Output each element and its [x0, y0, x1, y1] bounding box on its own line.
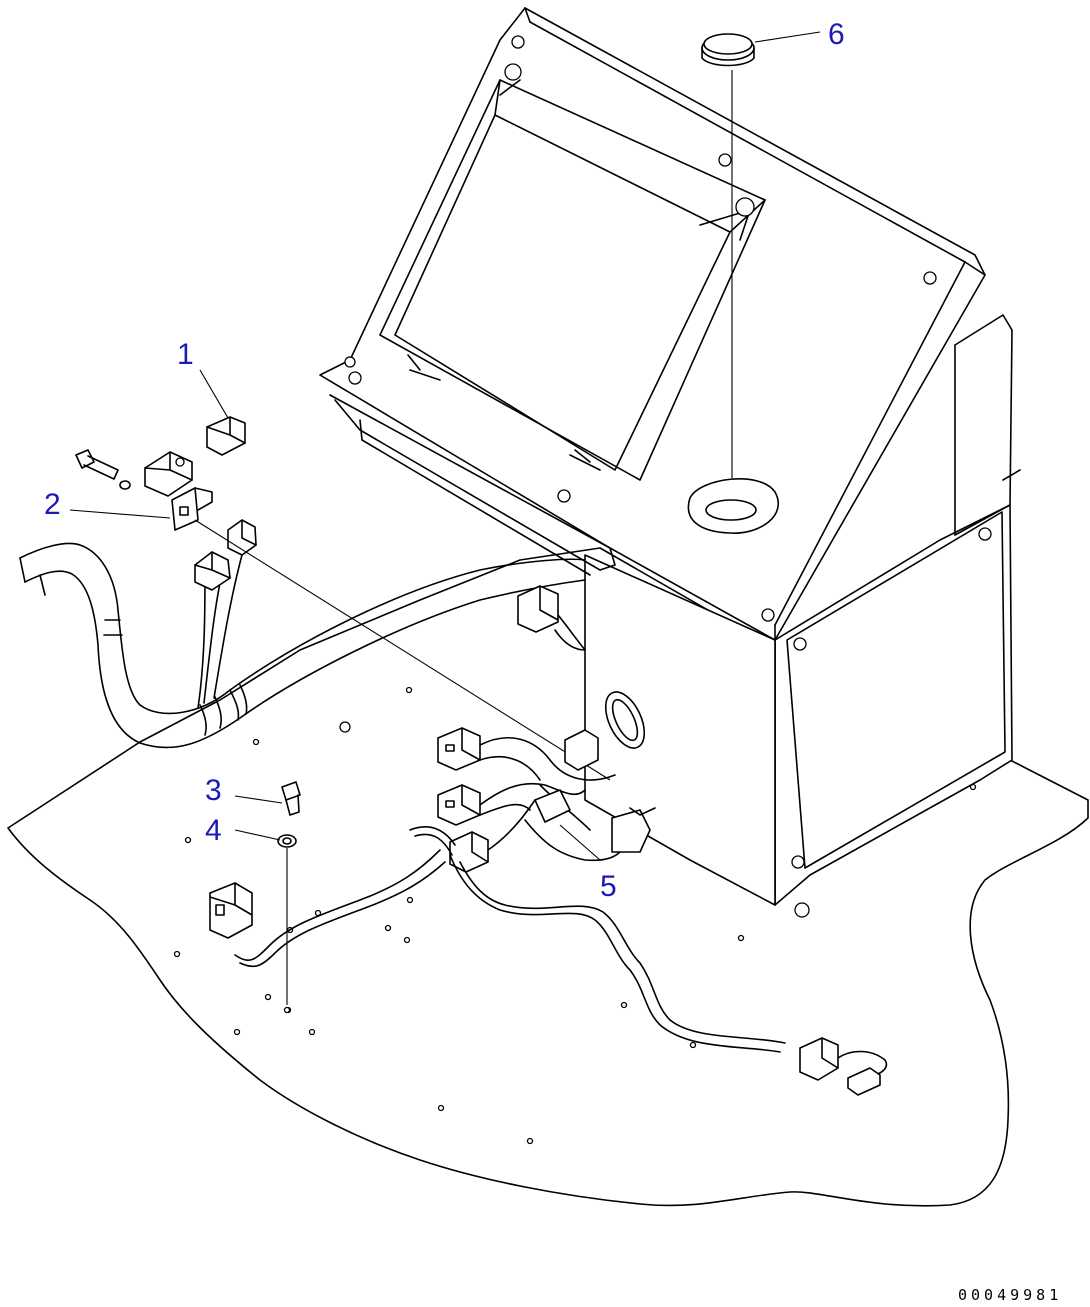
floor-plate [7, 547, 1089, 1207]
callout-3: 3 [205, 774, 222, 807]
relay-part-1 [206, 416, 246, 456]
center-connectors [437, 585, 599, 873]
callout-2: 2 [44, 488, 61, 521]
grommet [604, 691, 646, 749]
bottom-connector [209, 882, 253, 939]
bolt-fastener [75, 449, 131, 490]
callout-5: 5 [600, 870, 617, 903]
washer-part-4 [277, 834, 297, 848]
end-connector [799, 1037, 888, 1096]
callout-4: 4 [205, 814, 222, 847]
callout-6: 6 [828, 18, 845, 51]
relay-part-1-housing [144, 451, 193, 497]
monitor-bezel [379, 79, 766, 481]
harness-connectors [194, 519, 257, 591]
top-hole-plate [687, 478, 779, 534]
monitor-screen [394, 114, 731, 471]
callout-1: 1 [177, 338, 194, 371]
console-side-inner [786, 511, 1006, 869]
leader-lines [69, 31, 821, 861]
drawing-id: 00049981 [958, 1286, 1062, 1304]
top-hole [705, 499, 757, 521]
cap-part-6 [701, 33, 755, 67]
clip-part-2 [171, 487, 213, 531]
center-wires [234, 629, 786, 1053]
console-side-panel [774, 504, 1013, 906]
floor-clamp [534, 789, 656, 853]
bolt-part-3 [281, 781, 301, 816]
wire-harness [19, 542, 586, 749]
